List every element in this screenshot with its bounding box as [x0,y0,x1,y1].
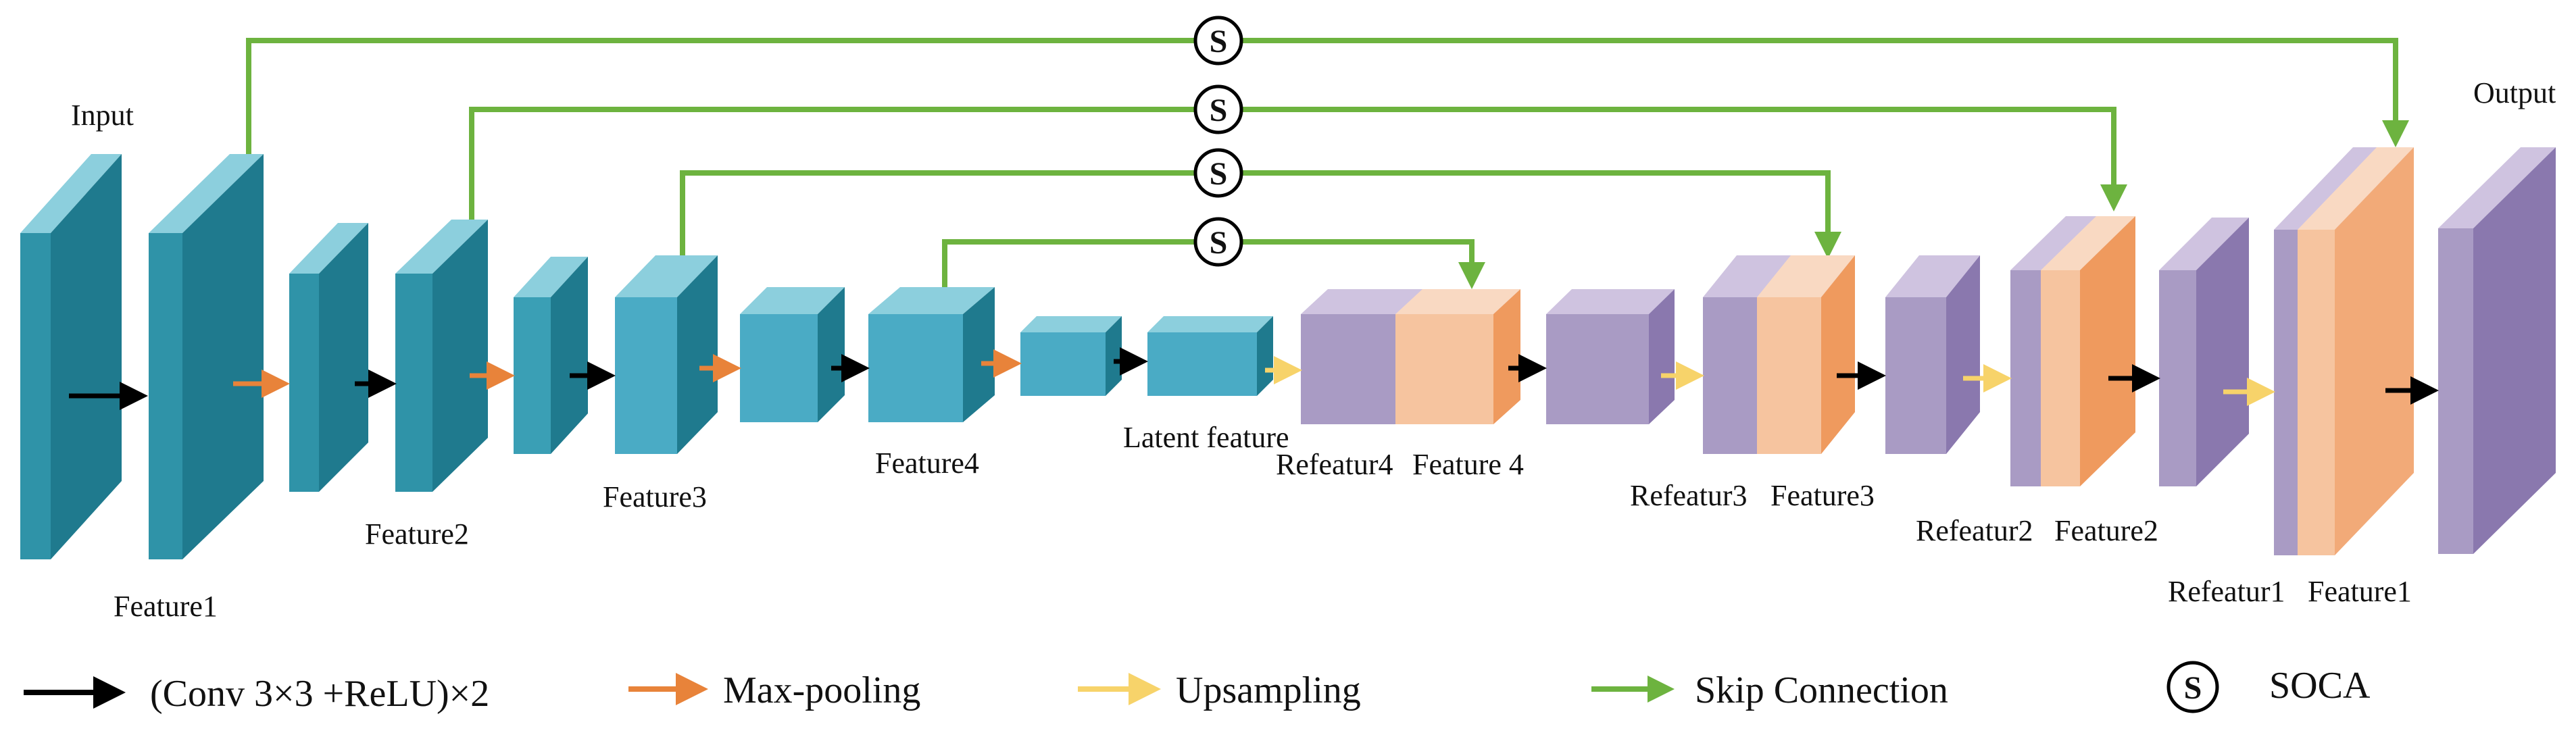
skip-connection-3 [680,170,1841,259]
refeatur3-conv-block [1885,255,1980,454]
skip-connection-1 [246,38,2409,155]
dec-feature1-label: Feature1 [2308,575,2412,608]
feature2-label: Feature2 [365,517,469,551]
svg-text:Upsampling: Upsampling [1176,669,1361,711]
refeatur2-conv-block [2159,218,2249,486]
refeatur2-label: Refeatur2 [1916,514,2033,547]
legend-upsampling: Upsampling [1078,669,1361,711]
decoder [1301,147,2556,555]
svg-text:Skip Connection: Skip Connection [1695,669,1948,711]
refeatur4-conv-block [1546,289,1675,424]
refeatur1-feature1-block [2274,147,2414,555]
refeatur3-label: Refeatur3 [1630,479,1747,512]
svg-text:Max-pooling: Max-pooling [723,669,920,711]
soca-symbol-1: S [1193,16,1243,66]
feature4-label: Feature4 [875,447,979,480]
feature2-block [395,220,488,492]
operation-arrows [69,347,2439,410]
legend: (Conv 3×3 +ReLU)×2 Max-pooling Upsamplin… [24,661,2371,715]
soca-symbol-2: S [1193,84,1243,134]
latent-feature-block [1147,316,1273,396]
svg-text:SOCA: SOCA [2269,665,2371,707]
input-block [20,154,122,559]
block-labels: Input Output Feature1 Feature2 Feature3 … [71,76,2556,623]
svg-text:S: S [1210,93,1228,128]
feature3-block [615,255,718,454]
skip-connection-2 [469,107,2127,223]
feature3-label: Feature3 [603,480,707,513]
feature1-label: Feature1 [114,590,218,623]
soca-symbol-4: S [1193,217,1243,267]
svg-text:S: S [1210,225,1228,261]
svg-text:(Conv 3×3 +ReLU)×2: (Conv 3×3 +ReLU)×2 [150,673,489,715]
output-block [2438,147,2556,554]
dec-feature2-label: Feature2 [2054,514,2158,547]
refeatur3-feature3-block [1703,255,1855,454]
svg-text:S: S [1210,156,1228,192]
input-label: Input [71,99,134,132]
feature1-block [149,154,264,559]
latent-feature-label: Latent feature [1123,421,1289,454]
soca-icon [2166,661,2219,713]
refeatur4-feature4-block [1301,289,1520,424]
latent-pooled-block [1020,316,1122,396]
refeatur2-feature2-block [2010,216,2135,486]
legend-conv: (Conv 3×3 +ReLU)×2 [24,673,489,715]
feature4-pooled-block [740,287,845,422]
feature-4-label: Feature 4 [1412,448,1524,481]
feature3-pooled-block [514,257,588,454]
legend-maxpool: Max-pooling [628,669,920,711]
dec-feature3-label: Feature3 [1770,479,1875,512]
legend-skip: Skip Connection [1591,669,1948,711]
legend-soca: S SOCA [2166,661,2371,713]
svg-text:S: S [2184,670,2202,706]
feature4-block [868,287,995,422]
soca-symbol-3: S [1193,148,1243,198]
refeatur4-label: Refeatur4 [1276,448,1393,481]
feature2-pooled-block [289,223,368,492]
svg-text:S: S [1210,24,1228,59]
refeatur1-label: Refeatur1 [2168,575,2285,608]
output-label: Output [2473,76,2556,109]
encoder [20,154,1273,559]
skip-connections [246,38,2409,290]
